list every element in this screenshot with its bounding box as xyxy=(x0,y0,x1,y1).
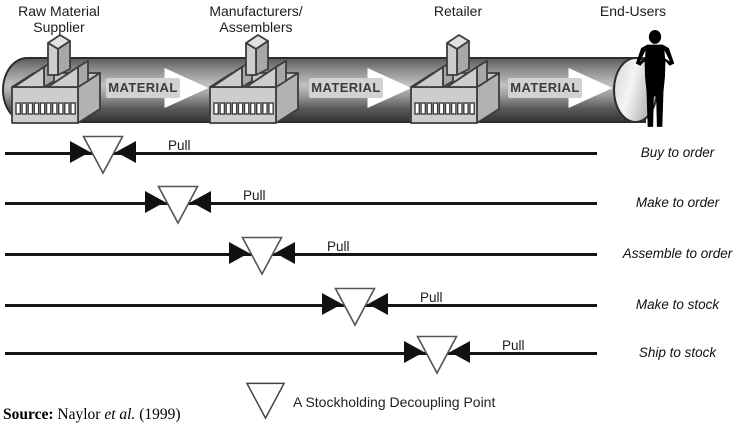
strategy-line xyxy=(5,352,597,355)
strategy-label: Ship to stock xyxy=(638,345,717,360)
pull-arrowhead-left-icon xyxy=(275,242,295,264)
strategy-label: Buy to order xyxy=(640,145,715,160)
stage-label-line: Retailer xyxy=(433,3,483,19)
pull-arrowhead-right-icon xyxy=(229,242,249,264)
source-authors: Naylor xyxy=(53,406,105,423)
strategy-label: Assemble to order xyxy=(622,246,733,261)
pull-label: Pull xyxy=(420,290,443,305)
legend-decoupling-point-icon xyxy=(245,382,286,420)
strategy-label: Make to stock xyxy=(635,297,720,312)
pull-arrowhead-right-icon xyxy=(70,141,90,163)
pull-arrowhead-right-icon xyxy=(322,293,342,315)
strategy-line xyxy=(5,253,597,256)
person-icon xyxy=(635,30,675,127)
pull-arrowhead-left-icon xyxy=(368,293,388,315)
source-year: (1999) xyxy=(135,406,181,423)
stage-label-line: Supplier xyxy=(33,19,85,36)
strategy-line xyxy=(5,202,597,205)
decoupling-point-icon xyxy=(416,335,458,375)
legend-label: A Stockholding Decoupling Point xyxy=(293,394,496,410)
pull-label: Pull xyxy=(327,239,350,254)
decoupling-point-icon xyxy=(334,287,376,327)
pull-arrowhead-left-icon xyxy=(191,191,211,213)
stage-label-line: End-Users xyxy=(599,3,667,19)
source-prefix: Source: xyxy=(3,406,54,423)
strategy-label: Make to order xyxy=(635,195,720,210)
decoupling-point-icon xyxy=(157,185,199,225)
decoupling-point-icon xyxy=(82,135,124,175)
stage-label-end-users: End-Users xyxy=(600,3,666,19)
pull-arrowhead-right-icon xyxy=(404,341,424,363)
stage-label-manufacturers-assemblers: Manufacturers/ Assemblers xyxy=(209,3,302,35)
decoupling-point-icon xyxy=(241,236,283,276)
stage-label-line: Raw Material xyxy=(18,3,100,19)
factory-icon xyxy=(11,34,101,124)
material-label: MATERIAL xyxy=(508,78,582,98)
stage-label-raw-material-supplier: Raw Material Supplier xyxy=(18,3,100,35)
factory-icon xyxy=(410,34,500,124)
pull-label: Pull xyxy=(502,338,525,353)
stage-label-retailer: Retailer xyxy=(434,3,482,19)
pull-arrowhead-right-icon xyxy=(145,191,165,213)
pull-arrowhead-left-icon xyxy=(116,141,136,163)
strategy-line xyxy=(5,304,597,307)
factory-icon xyxy=(209,34,299,124)
pull-label: Pull xyxy=(243,188,266,203)
source-etal: et al. xyxy=(104,406,136,423)
pull-arrowhead-left-icon xyxy=(450,341,470,363)
source-citation: Source: Naylor et al. (1999) xyxy=(3,406,181,424)
material-label: MATERIAL xyxy=(106,78,180,98)
strategy-line xyxy=(5,152,597,155)
pull-label: Pull xyxy=(168,138,191,153)
material-label: MATERIAL xyxy=(309,78,383,98)
stage-label-line: Manufacturers/ xyxy=(209,3,303,19)
stage-label-line: Assemblers xyxy=(219,19,293,36)
